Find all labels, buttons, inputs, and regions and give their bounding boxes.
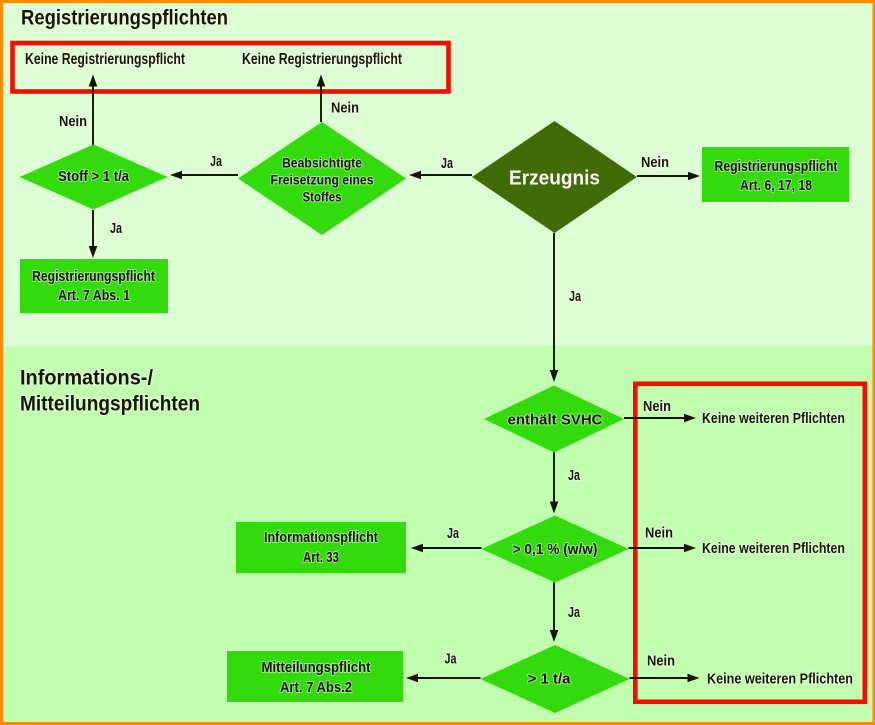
svg-text:Ja: Ja <box>441 155 453 172</box>
svg-text:Registrierungspflichten: Registrierungspflichten <box>21 6 228 30</box>
svg-text:> 1 t/a: > 1 t/a <box>528 671 572 688</box>
svg-text:Ja: Ja <box>568 467 580 484</box>
svg-text:Registrierungspflicht: Registrierungspflicht <box>32 269 155 285</box>
svg-text:Nein: Nein <box>647 653 675 670</box>
svg-text:Nein: Nein <box>643 398 671 415</box>
svg-text:Stoff > 1 t/a: Stoff > 1 t/a <box>58 168 130 185</box>
svg-text:Art. 7 Abs. 1: Art. 7 Abs. 1 <box>58 288 130 304</box>
svg-text:Art. 6, 17, 18: Art. 6, 17, 18 <box>740 178 812 194</box>
svg-text:Keine weiteren Pflichten: Keine weiteren Pflichten <box>707 671 853 688</box>
svg-text:Keine weiteren Pflichten: Keine weiteren Pflichten <box>702 540 845 557</box>
svg-text:Stoffes: Stoffes <box>303 189 342 205</box>
svg-text:Ja: Ja <box>447 525 459 542</box>
svg-text:Ja: Ja <box>445 651 457 668</box>
svg-text:> 0,1 % (w/w): > 0,1 % (w/w) <box>513 541 598 558</box>
svg-text:Freisetzung eines: Freisetzung eines <box>271 172 374 188</box>
svg-text:Ja: Ja <box>210 153 222 170</box>
svg-text:Registrierungspflicht: Registrierungspflicht <box>715 159 838 175</box>
svg-text:Art. 33: Art. 33 <box>303 550 339 566</box>
svg-text:Nein: Nein <box>59 113 87 130</box>
svg-text:Nein: Nein <box>641 154 669 171</box>
svg-text:Informationspflicht: Informationspflicht <box>264 530 378 546</box>
svg-text:Art. 7 Abs.2: Art. 7 Abs.2 <box>280 680 352 696</box>
svg-text:Erzeugnis: Erzeugnis <box>509 167 600 190</box>
svg-text:Nein: Nein <box>331 100 359 117</box>
svg-text:Keine Registrierungspflicht: Keine Registrierungspflicht <box>242 51 402 68</box>
svg-text:Nein: Nein <box>645 525 673 542</box>
svg-text:Informations-/: Informations-/ <box>20 366 153 390</box>
svg-text:Mitteilungspflichten: Mitteilungspflichten <box>20 392 200 416</box>
svg-text:enthält SVHC: enthält SVHC <box>508 412 603 429</box>
svg-text:Ja: Ja <box>568 604 580 621</box>
svg-text:Keine Registrierungspflicht: Keine Registrierungspflicht <box>25 51 185 68</box>
svg-text:Ja: Ja <box>569 288 581 305</box>
svg-text:Mitteilungspflicht: Mitteilungspflicht <box>262 660 371 676</box>
svg-text:Ja: Ja <box>110 220 122 237</box>
svg-text:Keine weiteren Pflichten: Keine weiteren Pflichten <box>702 410 845 427</box>
svg-text:Beabsichtigte: Beabsichtigte <box>282 155 362 171</box>
